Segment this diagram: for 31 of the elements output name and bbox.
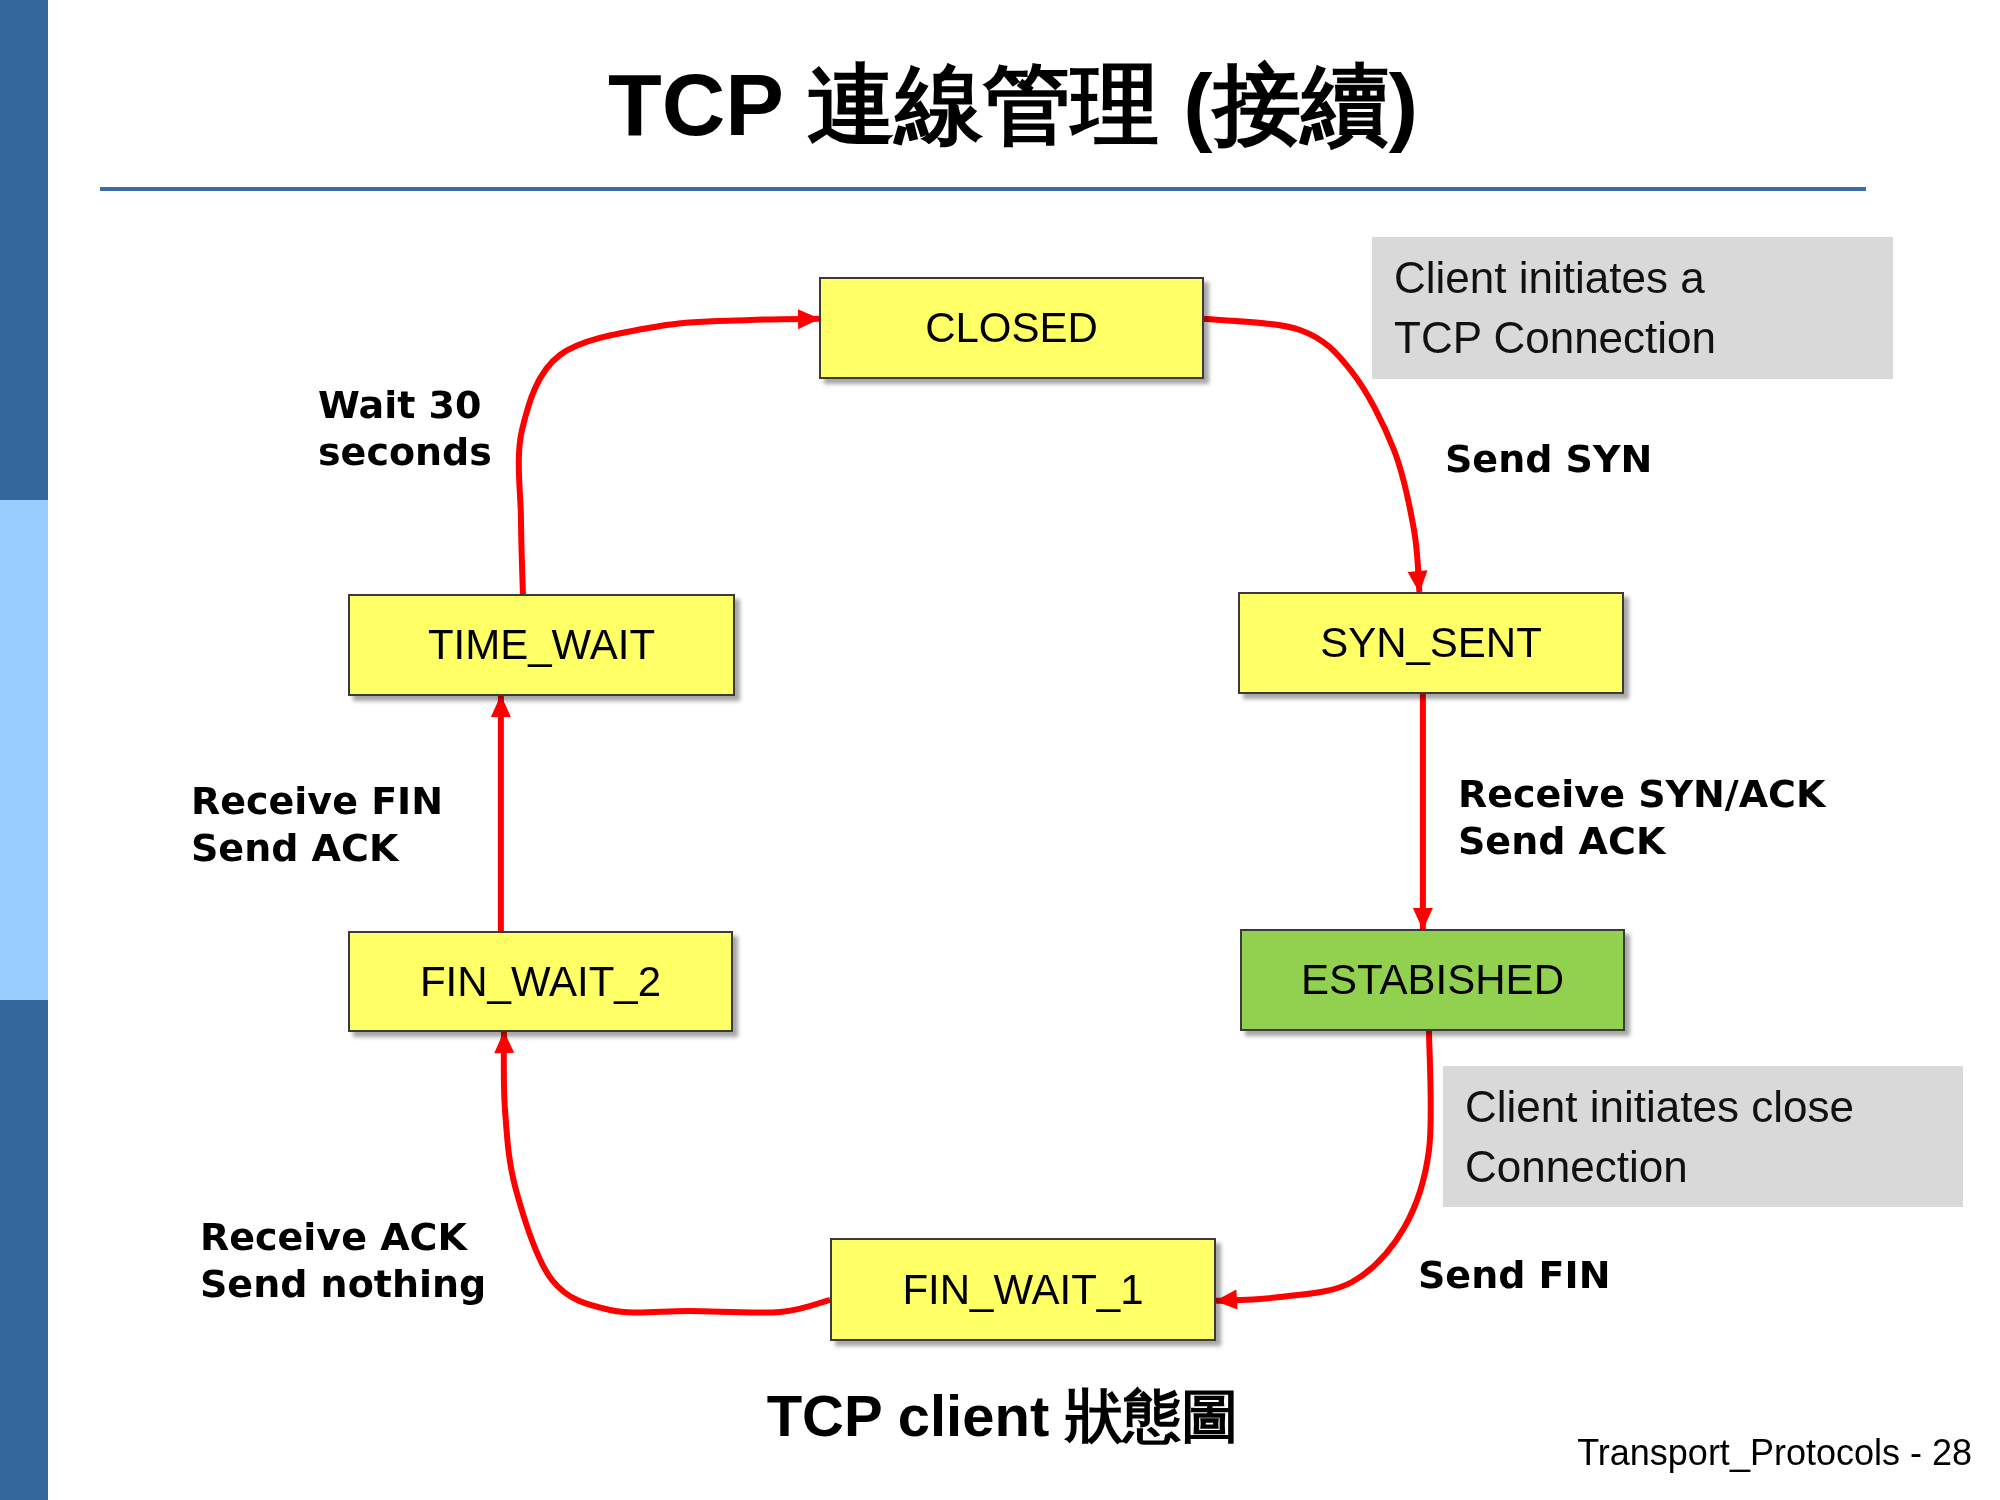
edge-label: Send FIN bbox=[1418, 1252, 1611, 1299]
state-name: CLOSED bbox=[925, 303, 1098, 353]
state-box bbox=[348, 594, 735, 696]
state-name: ESTABISHED bbox=[1301, 955, 1564, 1005]
edge-label: Receive ACK Send nothing bbox=[200, 1214, 488, 1308]
arrow bbox=[490, 695, 511, 931]
arrow bbox=[1412, 694, 1433, 930]
state-box bbox=[830, 1238, 1216, 1341]
edge-label: Wait 30 seconds bbox=[318, 382, 493, 476]
state-box bbox=[819, 277, 1204, 379]
edge-label: Receive FIN Send ACK bbox=[191, 778, 445, 872]
state-box bbox=[348, 931, 733, 1032]
arrow bbox=[515, 309, 820, 595]
state-name: FIN_WAIT_1 bbox=[902, 1264, 1144, 1315]
arrow bbox=[1215, 1030, 1434, 1310]
state-name: TIME_WAIT bbox=[427, 620, 656, 670]
title: TCP 連線管理 (接續) bbox=[608, 54, 1418, 156]
edge-label: Send SYN bbox=[1445, 436, 1653, 483]
state-box bbox=[1238, 592, 1624, 694]
note-text: Client initiates a TCP Connection bbox=[1394, 252, 1718, 364]
arrow bbox=[1203, 315, 1428, 593]
state-name: SYN_SENT bbox=[1320, 618, 1542, 668]
state-box bbox=[1240, 929, 1625, 1031]
note-box bbox=[1443, 1066, 1963, 1207]
edge-label: Receive SYN/ACK Send ACK bbox=[1458, 771, 1827, 865]
note-box bbox=[1372, 237, 1893, 379]
note-text: Client initiates close Connection bbox=[1465, 1080, 1855, 1193]
page-footer: Transport_Protocols - 28 bbox=[1577, 1432, 1972, 1474]
state-name: FIN_WAIT_2 bbox=[419, 956, 662, 1007]
caption: TCP client 狀態圖 bbox=[766, 1382, 1240, 1450]
arrow bbox=[494, 1031, 831, 1316]
